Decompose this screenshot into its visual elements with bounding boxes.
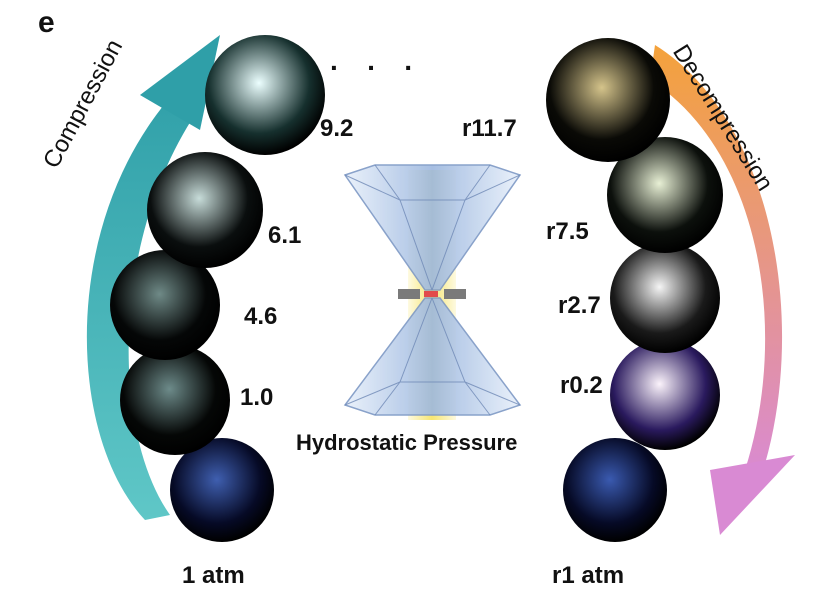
upper-diamond — [343, 164, 522, 291]
compression-sphere-0 — [170, 438, 274, 542]
compression-label-4-6: 4.6 — [244, 303, 278, 330]
compression-sphere-3 — [147, 152, 263, 268]
decompression-sphere-4 — [546, 38, 670, 162]
compression-arrow — [86, 35, 220, 520]
compression-label-6-1: 6.1 — [268, 222, 302, 249]
decompression-label-r7-5: r7.5 — [546, 218, 589, 245]
sample-chamber — [424, 291, 438, 297]
decompression-label-r2-7: r2.7 — [558, 292, 601, 319]
ellipsis: · · · — [330, 52, 424, 83]
gasket-left — [398, 289, 420, 299]
decompression-label-r1-atm: r1 atm — [552, 562, 625, 589]
compression-label-9-2: 9.2 — [320, 115, 354, 142]
gasket-right — [444, 289, 466, 299]
decompression-sphere-0 — [563, 438, 667, 542]
decompression-label-r11-7: r11.7 — [462, 115, 517, 142]
decompression-sphere-1 — [610, 340, 720, 450]
center-caption: Hydrostatic Pressure — [296, 430, 518, 455]
compression-label-1-0: 1.0 — [240, 384, 274, 411]
compression-sphere-2 — [110, 250, 220, 360]
diamond-anvil-cell — [343, 164, 522, 420]
decompression-label-r0-2: r0.2 — [560, 372, 603, 399]
panel-label: e — [38, 6, 55, 39]
compression-sphere-4 — [205, 35, 325, 155]
compression-label-1-atm: 1 atm — [182, 562, 245, 589]
compression-sphere-1 — [120, 345, 230, 455]
decompression-sphere-2 — [610, 243, 720, 353]
decompression-sphere-3 — [607, 137, 723, 253]
lower-diamond — [343, 297, 522, 416]
